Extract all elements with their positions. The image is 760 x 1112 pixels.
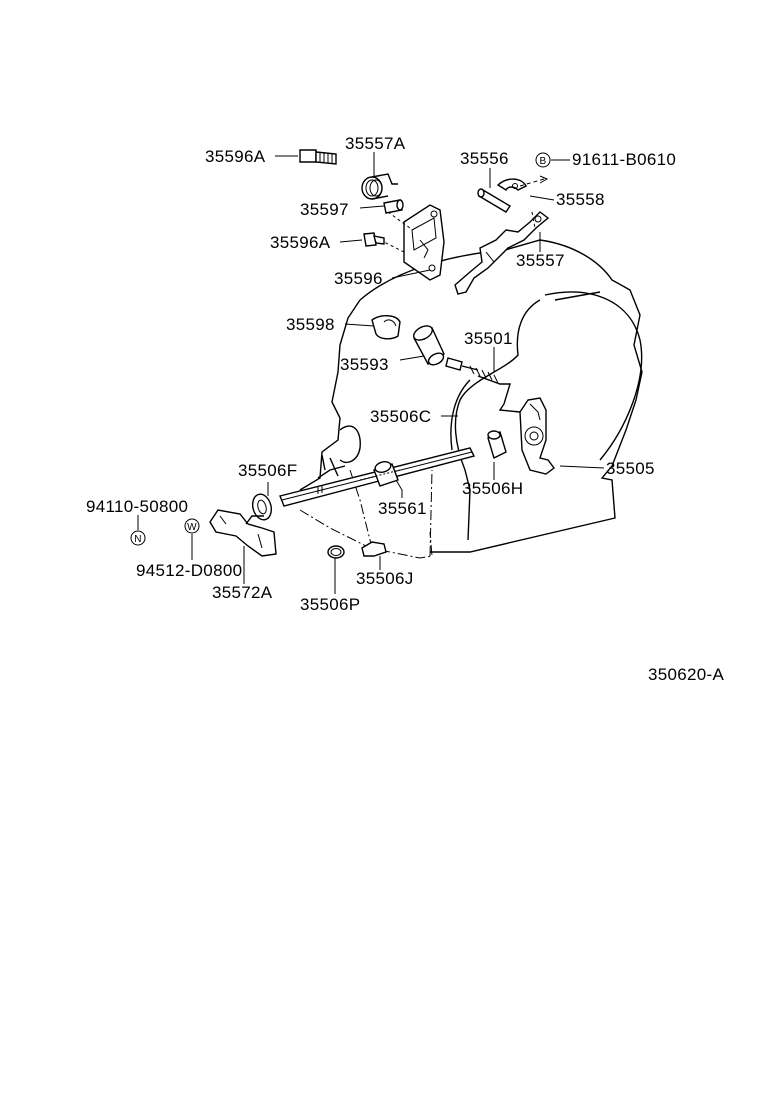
label-35561: 35561 [378,499,427,518]
manual-shaft [279,447,476,507]
label-35506F: 35506F [238,461,297,480]
diagram-code: 350620-A [648,665,724,684]
label-35556: 35556 [460,149,509,168]
pin-and-clip [477,175,549,229]
detent-rod [445,357,521,413]
part-labels: 35596A 35557A 35597 35596A 35596 35556 9… [86,134,724,684]
label-35572A: 35572A [212,583,273,602]
bolt-top [299,149,337,165]
n-mark-icon: N [130,530,146,546]
label-94512: 94512-D0800 [136,561,242,580]
oil-seal-f [251,493,273,521]
label-35593: 35593 [340,355,389,374]
label-35506P: 35506P [300,595,360,614]
label-35597: 35597 [300,200,349,219]
label-35596A-top: 35596A [205,147,266,166]
snap-ring [327,545,345,559]
parking-lever [519,397,555,475]
detent-bracket [379,204,445,281]
leader-lines [137,152,605,594]
w-mark-icon: W [184,518,200,534]
label-35506J: 35506J [356,569,414,588]
control-lever [209,509,277,557]
bolt-mid [363,232,385,247]
label-35557A: 35557A [345,134,406,153]
oil-seal-h [487,430,507,459]
label-35598: 35598 [286,315,335,334]
transmission-housing [299,239,643,559]
label-94110: 94110-50800 [86,497,188,516]
label-35506C: 35506C [370,407,431,426]
label-35596: 35596 [334,269,383,288]
label-35505: 35505 [606,459,655,478]
svg-text:W: W [187,522,197,533]
solenoid [413,325,445,366]
torsion-spring [361,173,398,200]
label-35596A-mid: 35596A [270,233,331,252]
label-35558: 35558 [556,190,605,209]
retaining-clip [361,541,387,557]
label-91611: 91611-B0610 [572,150,676,169]
label-35557: 35557 [516,251,565,270]
svg-text:N: N [134,534,142,545]
selector-lever-plate [454,211,550,295]
svg-text:B: B [540,156,547,167]
label-35506H: 35506H [462,479,523,498]
label-35501: 35501 [464,329,513,348]
collar [383,199,404,214]
b-mark-icon: B [535,152,551,168]
bushing [371,315,401,340]
